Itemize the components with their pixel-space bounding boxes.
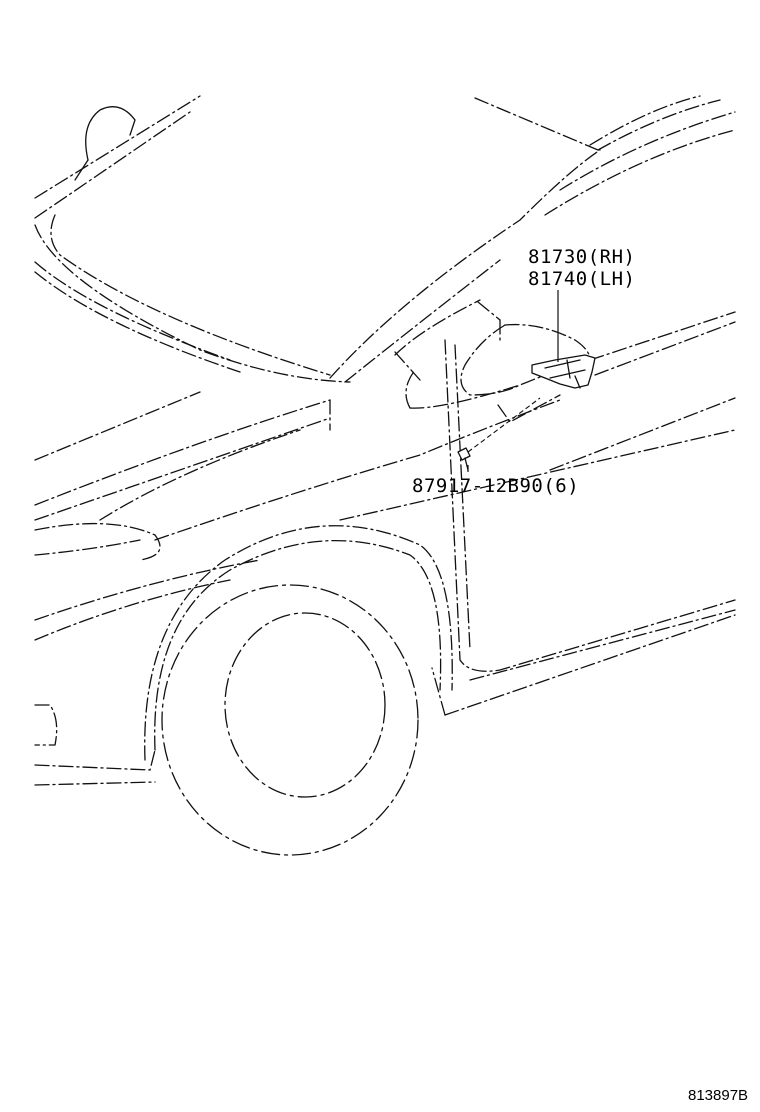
- door-beltline: [477, 301, 736, 376]
- wheel: [144, 525, 453, 856]
- callout-mirror-lh: 81740(LH): [528, 268, 635, 290]
- callout-mirror-rh: 81730(RH): [528, 246, 635, 268]
- callout-screw: 87917-12B90(6): [412, 475, 579, 497]
- fender-outline: [154, 339, 736, 716]
- front-bumper: [34, 704, 156, 786]
- leader-lines: [467, 290, 559, 472]
- roof-outline: [474, 95, 736, 216]
- outside-mirror: [460, 323, 591, 423]
- hood-outline: [34, 391, 331, 641]
- windshield: [34, 95, 601, 383]
- mirror-bracket-part: [531, 354, 596, 389]
- rearview-mirror: [74, 106, 136, 181]
- figure-number: 813897B: [688, 1087, 748, 1104]
